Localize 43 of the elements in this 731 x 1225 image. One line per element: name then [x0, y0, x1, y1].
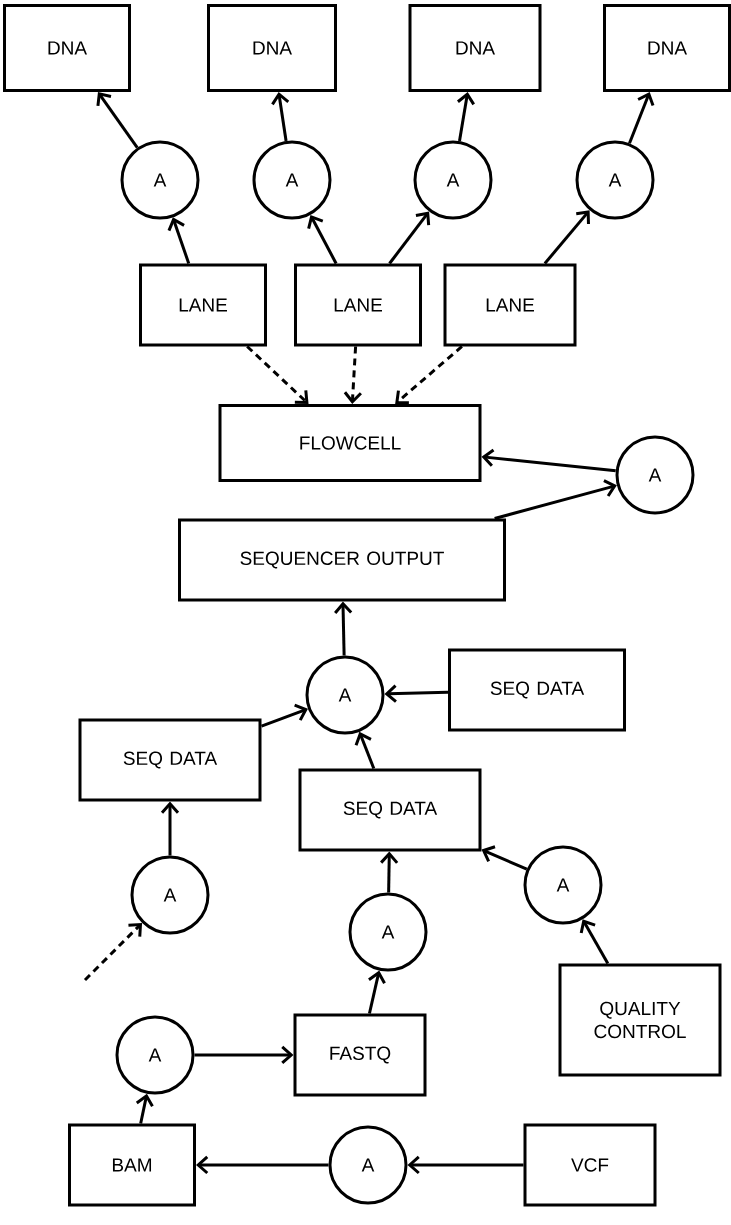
dashed-arrow: [246, 345, 309, 404]
dashed-arrow: [395, 345, 463, 405]
arrow: [194, 1045, 294, 1065]
data-box: SEQ DATA: [298, 768, 482, 852]
arrow: [579, 919, 610, 965]
data-box: BAM: [68, 1123, 196, 1207]
arrow: [628, 91, 655, 144]
arrow: [307, 214, 338, 265]
data-box: VCF: [523, 1123, 657, 1207]
data-box: LANE: [294, 263, 422, 347]
arrow: [388, 211, 431, 265]
arrow: [380, 851, 399, 893]
arrow: [160, 801, 180, 856]
arrow: [367, 970, 386, 1014]
data-box: DNA: [603, 4, 731, 92]
arrow: [334, 601, 353, 656]
data-box: DNA: [207, 4, 337, 92]
data-box: LANE: [139, 263, 267, 347]
arrow: [354, 731, 376, 770]
data-box: FASTQ: [293, 1013, 427, 1097]
data-box: DNA: [3, 4, 131, 92]
data-box: DNA: [408, 4, 542, 92]
dashed-arrow: [83, 922, 143, 982]
data-box: LANE: [443, 263, 577, 347]
arrow: [260, 703, 308, 728]
arrow: [407, 1155, 524, 1175]
arrow: [271, 92, 290, 142]
arrow: [384, 684, 449, 703]
arrow: [96, 92, 139, 149]
arrow: [135, 1093, 154, 1124]
arrow: [167, 217, 191, 264]
data-box: SEQ DATA: [78, 718, 262, 802]
data-box: SEQ DATA: [448, 648, 626, 732]
arrow: [196, 1155, 329, 1175]
data-box: SEQUENCER OUTPUT: [178, 518, 506, 602]
arrow: [481, 448, 616, 473]
data-box: QUALITY CONTROL: [558, 963, 722, 1077]
arrow: [457, 92, 475, 142]
arrow: [543, 210, 590, 265]
arrow: [494, 479, 617, 520]
arrow: [481, 845, 528, 871]
dashed-arrow: [343, 346, 362, 404]
data-box: FLOWCELL: [218, 404, 482, 482]
